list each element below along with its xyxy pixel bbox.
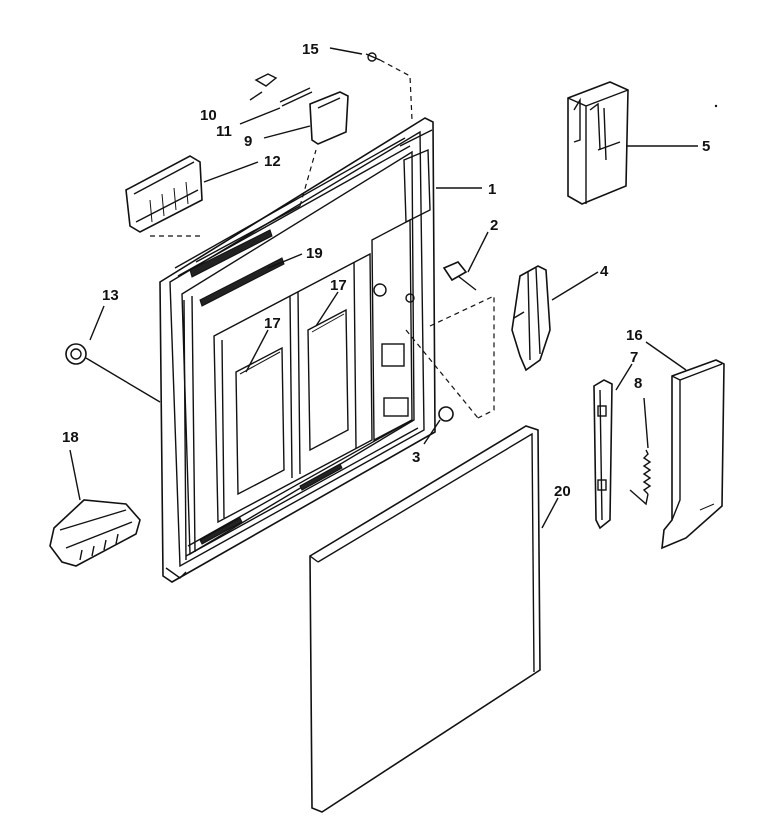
callout-19: 19 (306, 245, 323, 262)
callout-5: 5 (702, 138, 710, 155)
clip-2 (442, 261, 477, 291)
rinse-dispenser (254, 73, 313, 107)
callout-9: 9 (244, 133, 252, 150)
callout-1: 1 (488, 181, 496, 198)
inner-door-frame (159, 117, 436, 583)
callout-4: 4 (600, 263, 609, 280)
callout-17a: 17 (264, 315, 281, 332)
callout-13: 13 (102, 287, 119, 304)
callout-8: 8 (634, 375, 642, 392)
callout-7: 7 (630, 349, 638, 366)
latch-assembly (511, 265, 551, 372)
end-cap (49, 499, 141, 567)
callout-2: 2 (490, 217, 498, 234)
callout-17b: 17 (330, 277, 347, 294)
callout-labels: 1 2 3 4 5 7 8 9 10 11 12 13 15 16 17 17 … (62, 41, 710, 500)
dot-mark (714, 104, 718, 108)
callout-3: 3 (412, 449, 420, 466)
callout-20: 20 (554, 483, 571, 500)
hinge-cover (661, 359, 725, 550)
spring (629, 449, 652, 506)
bolt-3 (438, 406, 454, 422)
vent-louver (125, 155, 203, 233)
callout-arrows (69, 47, 698, 529)
fill-cup (309, 91, 349, 145)
hinge-bracket (593, 379, 613, 530)
callout-11: 11 (216, 123, 232, 140)
callout-18: 18 (62, 429, 79, 446)
callout-15: 15 (302, 41, 319, 58)
callout-12: 12 (264, 153, 281, 170)
dashed-leaders (150, 149, 495, 419)
callout-10: 10 (200, 107, 217, 124)
door-panel (309, 425, 541, 813)
screw (365, 52, 413, 121)
bumper (65, 343, 161, 403)
callout-16: 16 (626, 327, 643, 344)
control-housing (567, 81, 629, 205)
